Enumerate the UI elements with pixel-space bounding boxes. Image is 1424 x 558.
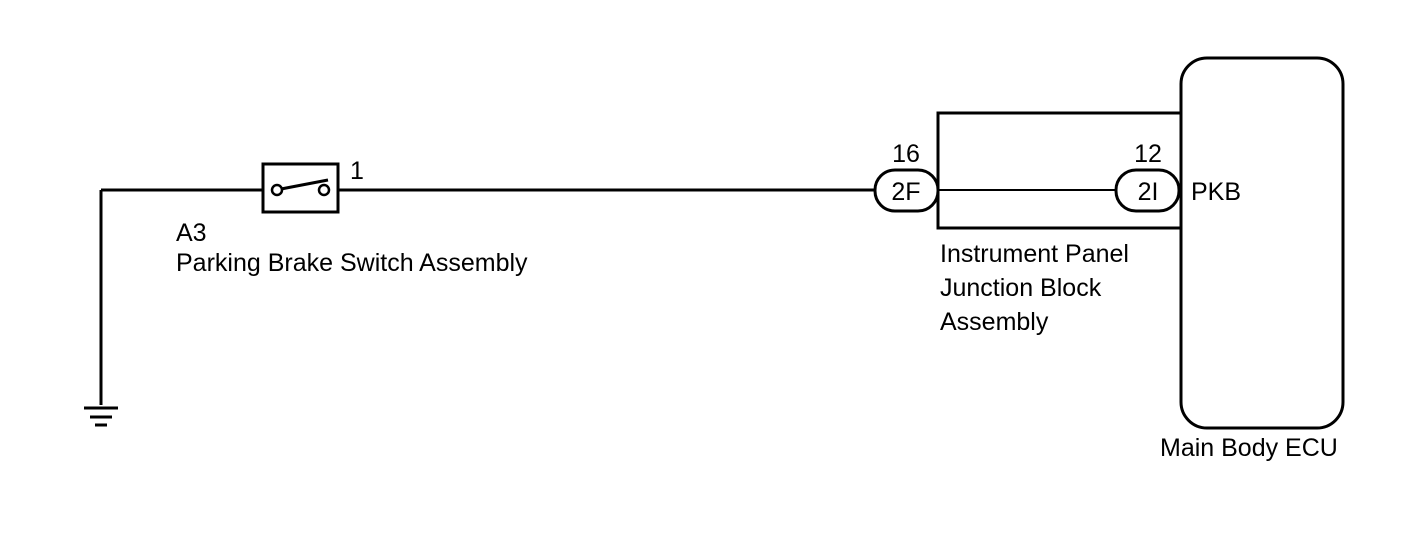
- parking-brake-switch: [261, 162, 340, 214]
- switch-code: A3: [176, 219, 207, 247]
- connector-2f-pin: 16: [892, 140, 920, 168]
- switch-contact-left: [270, 183, 284, 197]
- switch-blade-icon: [280, 178, 329, 191]
- switch-name: Parking Brake Switch Assembly: [176, 249, 528, 277]
- ground-icon: [84, 406, 118, 427]
- junction-block-name-line2: Junction Block: [940, 274, 1102, 302]
- connector-2i-pin: 12: [1134, 140, 1162, 168]
- ecu-terminal: PKB: [1191, 178, 1241, 206]
- switch-pin-number: 1: [350, 157, 364, 185]
- ecu-box: [1179, 56, 1345, 430]
- connector-2i: [1114, 168, 1181, 213]
- connector-2f-code: 2F: [891, 178, 920, 206]
- junction-block-name-line1: Instrument Panel: [940, 240, 1129, 268]
- junction-block-name-line3: Assembly: [940, 308, 1049, 336]
- connector-2i-code: 2I: [1138, 178, 1159, 206]
- ecu-name: Main Body ECU: [1160, 434, 1338, 462]
- switch-contact-right: [317, 183, 331, 197]
